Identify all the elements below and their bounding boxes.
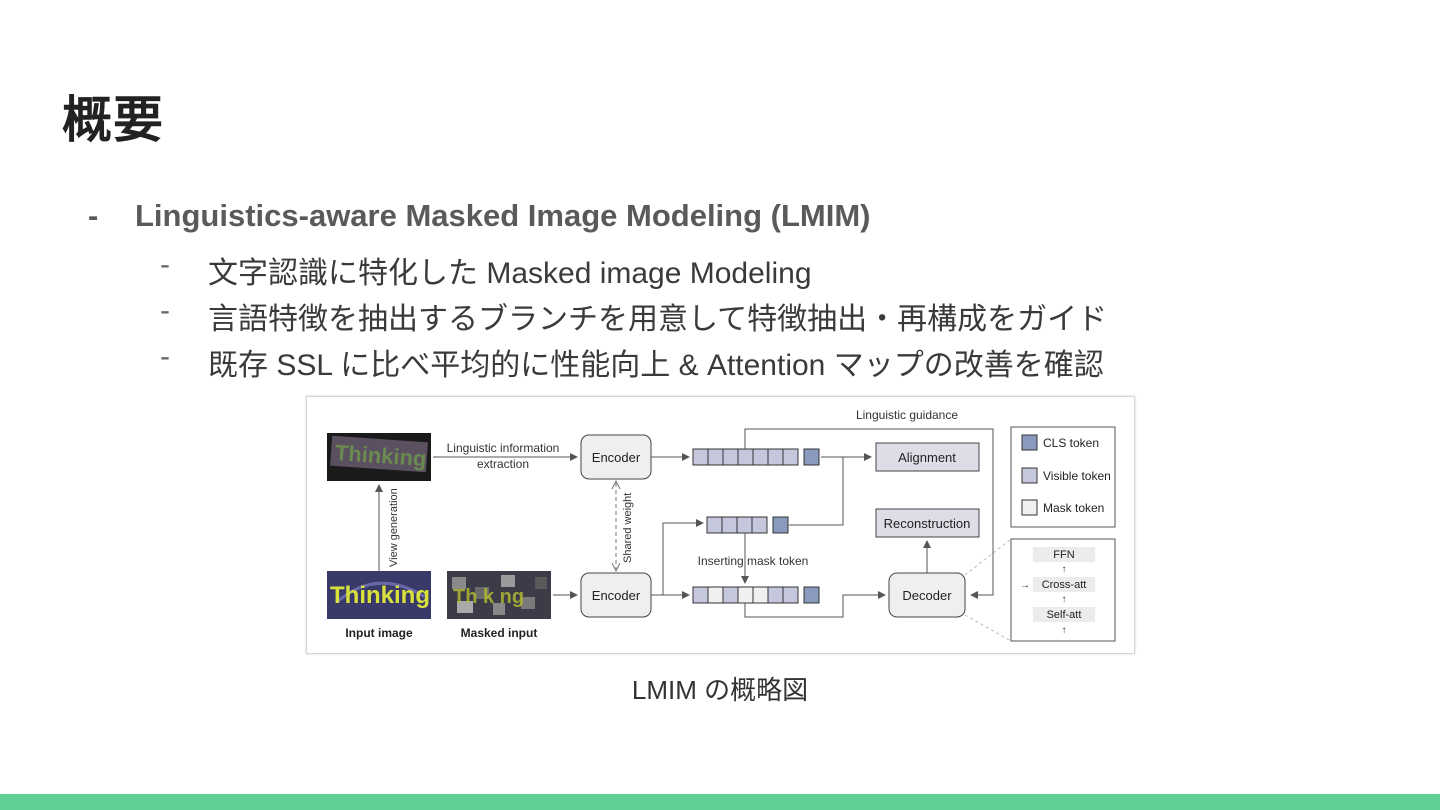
footer-bar [0, 794, 1440, 810]
reconstruction-box [875, 508, 980, 538]
svg-text:↑: ↑ [1062, 564, 1067, 575]
bullet-dash: - [160, 248, 170, 281]
augmented-view-image: Thinking [327, 433, 431, 481]
decoder-detail: FFN ↑ Cross-att → ↑ Self-att ↑ [1010, 538, 1116, 642]
masked-input-label: Masked input [461, 626, 538, 640]
ffn-label: FFN [1053, 549, 1074, 561]
svg-text:Th k ng: Th k ng [453, 586, 524, 608]
middle-token-row [706, 516, 789, 534]
svg-text:→: → [1020, 580, 1030, 591]
lmim-diagram: Thinking Thinking Th k ng Input image Ma… [306, 396, 1135, 654]
legend-cls: CLS token [1043, 436, 1099, 450]
view-generation-label: View generation [388, 488, 400, 567]
linguistic-info-label: Linguistic information [447, 441, 560, 455]
svg-text:↑: ↑ [1062, 594, 1067, 605]
masked-input-image: Th k ng [447, 571, 551, 619]
input-word: Thinking [330, 582, 430, 609]
bullet-dash: - [160, 294, 170, 327]
cross-att-label: Cross-att [1042, 579, 1087, 591]
bottom-token-row [692, 586, 820, 604]
self-att-label: Self-att [1047, 609, 1082, 621]
legend-mask: Mask token [1043, 501, 1104, 515]
sub-bullet-text: 既存 SSL に比べ平均的に性能向上 & Attention マップの改善を確認 [208, 349, 1104, 382]
legend-visible: Visible token [1043, 469, 1111, 483]
extraction-label: extraction [477, 457, 529, 471]
figure-caption: LMIM の概略図 [631, 675, 809, 705]
slide-title: 概要 [62, 91, 164, 149]
reconstruction-label: Reconstruction [884, 516, 971, 531]
sub-bullet-text: 言語特徴を抽出するブランチを用意して特徴抽出・再構成をガイド [208, 303, 1108, 336]
legend: CLS token Visible token Mask token [1010, 426, 1116, 528]
top-token-row [692, 448, 820, 466]
input-image: Thinking [327, 571, 431, 619]
svg-text:↑: ↑ [1062, 625, 1067, 636]
encoder-bottom-label: Encoder [592, 588, 641, 603]
inserting-mask-label: Inserting mask token [698, 554, 809, 568]
decoder-label: Decoder [902, 588, 952, 603]
input-image-label: Input image [345, 626, 413, 640]
bullet-dash: - [88, 198, 99, 233]
bullet-dash: - [160, 340, 170, 373]
linguistic-guidance-label: Linguistic guidance [856, 408, 958, 422]
bullet-main-text: Linguistics-aware Masked Image Modeling … [135, 198, 871, 233]
encoder-top-label: Encoder [592, 450, 641, 465]
sub-bullet-text: 文字認識に特化した Masked image Modeling [208, 257, 812, 290]
shared-weight-label: Shared weight [622, 493, 634, 563]
alignment-box [875, 442, 980, 472]
alignment-label: Alignment [898, 450, 956, 465]
